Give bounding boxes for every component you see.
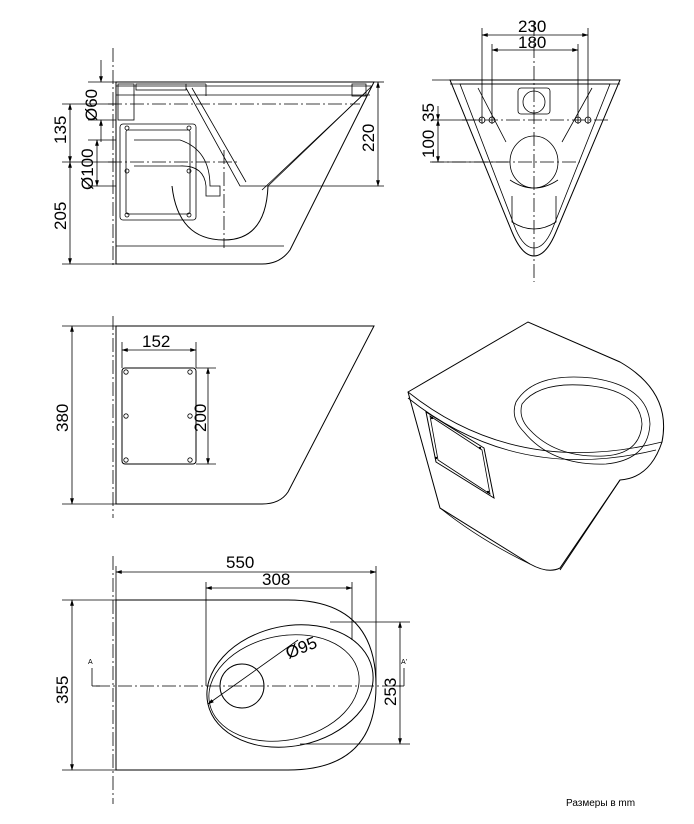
dim-plan-253: 253: [381, 678, 400, 706]
dim-side-d60: Ø60: [82, 89, 101, 121]
dim-side-205: 205: [51, 202, 70, 230]
plan-view: Ø95 A A' 550 308 355 253: [53, 553, 410, 804]
dim-plan-d95: Ø95: [283, 633, 320, 663]
side-section-view: Ø60 135 Ø100 205 220: [51, 48, 384, 268]
dim-front-35: 35: [419, 103, 438, 122]
section-mark-right: A': [401, 659, 407, 666]
dim-front-230: 230: [518, 17, 546, 36]
section-mark-left: A: [88, 659, 93, 666]
dim-front-180: 180: [518, 33, 546, 52]
dim-plan-355: 355: [53, 676, 72, 704]
dim-back-200: 200: [191, 404, 210, 432]
back-view: 152 200 380: [53, 316, 375, 518]
dim-plan-550: 550: [226, 553, 254, 572]
dim-front-100: 100: [419, 130, 438, 158]
units-note: Размеры в mm: [566, 798, 635, 809]
isometric-view: [407, 321, 665, 571]
dim-back-152: 152: [142, 332, 170, 351]
front-view: 230 180 35 100: [419, 17, 621, 282]
dim-back-380: 380: [53, 404, 72, 432]
dim-plan-308: 308: [262, 570, 290, 589]
dim-side-220: 220: [359, 124, 378, 152]
dim-side-135: 135: [51, 116, 70, 144]
dim-side-d100: Ø100: [78, 148, 97, 190]
